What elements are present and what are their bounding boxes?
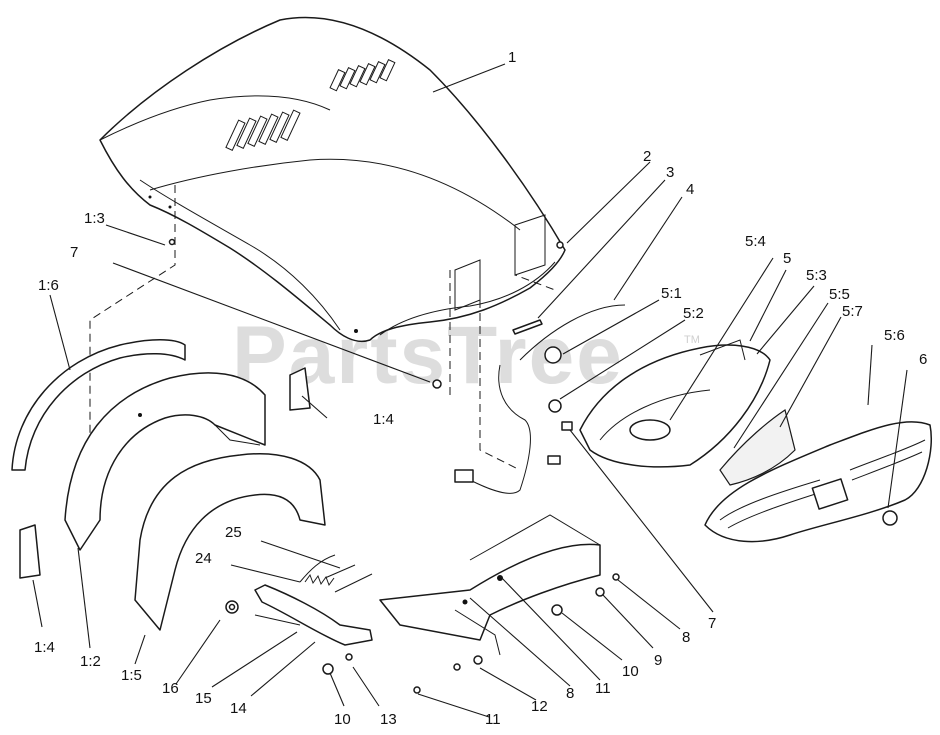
callout-10-right: 10 [622, 663, 639, 680]
spring [304, 573, 335, 587]
callout-1-5: 1:5 [121, 667, 142, 684]
callout-16: 16 [162, 680, 179, 697]
hood-vents-lower [225, 109, 301, 151]
callout-1: 1 [508, 49, 516, 66]
pin [168, 238, 176, 246]
mount-bracket [379, 514, 601, 656]
hood-vents-upper [329, 59, 396, 92]
callout-1-3: 1:3 [84, 210, 105, 227]
callout-1-4-left: 1:4 [34, 639, 55, 656]
screw [556, 241, 564, 249]
callout-8-lower: 8 [566, 685, 574, 702]
callout-5-7: 5:7 [842, 303, 863, 320]
callout-5: 5 [783, 250, 791, 267]
headlight-housing [579, 339, 771, 468]
grille [704, 421, 932, 543]
fasteners-lower [322, 653, 483, 694]
plug [882, 510, 898, 526]
callout-3: 3 [666, 164, 674, 181]
callout-5-3: 5:3 [806, 267, 827, 284]
fasteners-right [551, 573, 620, 616]
callout-1-2: 1:2 [80, 653, 101, 670]
hood-seal [11, 339, 186, 471]
callout-15: 15 [195, 690, 212, 707]
callout-11-right: 11 [595, 680, 611, 697]
side-panel-left [64, 372, 266, 551]
leader-lines [32, 63, 908, 718]
callout-10-left: 10 [334, 711, 351, 728]
callout-labels: 1 2 3 4 5 5:1 5:2 5:3 5:4 5:5 5:6 5:7 6 … [34, 49, 927, 728]
lens-panel [719, 409, 796, 486]
callout-7-upper: 7 [70, 244, 78, 261]
callout-7-lower: 7 [708, 615, 716, 632]
callout-6: 6 [919, 351, 927, 368]
callout-14: 14 [230, 700, 247, 717]
callout-5-1: 5:1 [661, 285, 682, 302]
callout-5-4: 5:4 [745, 233, 766, 250]
bulb [548, 399, 562, 413]
callout-25: 25 [225, 524, 242, 541]
callout-5-6: 5:6 [884, 327, 905, 344]
callout-13: 13 [380, 711, 397, 728]
wiring-harness [454, 304, 626, 494]
callout-8-right: 8 [682, 629, 690, 646]
callout-12: 12 [531, 698, 548, 715]
callout-5-2: 5:2 [683, 305, 704, 322]
hood [99, 16, 566, 342]
callout-11-lower: 11 [485, 711, 501, 728]
lever-assembly [225, 554, 373, 646]
side-panel-rear [134, 453, 326, 631]
callout-24: 24 [195, 550, 212, 567]
callout-1-6: 1:6 [38, 277, 59, 294]
bulb-socket [544, 346, 562, 364]
callout-9: 9 [654, 652, 662, 669]
strap [512, 319, 543, 335]
clip-small [561, 421, 573, 431]
watermark-tm: TM [684, 334, 700, 346]
bumper-pad-left [19, 524, 41, 579]
callout-5-5: 5:5 [829, 286, 850, 303]
hood-plate [454, 259, 481, 311]
bumper-pad-right [289, 367, 311, 411]
callout-4: 4 [686, 181, 694, 198]
callout-1-4-right: 1:4 [373, 411, 394, 428]
clip [432, 379, 442, 389]
callout-2: 2 [643, 148, 651, 165]
hood-bracket [514, 214, 546, 276]
